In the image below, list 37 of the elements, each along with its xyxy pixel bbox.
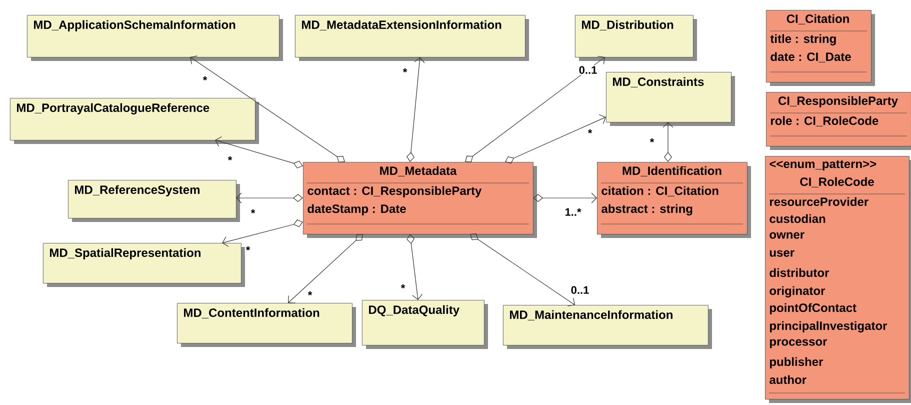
edge-label: * [400, 283, 406, 293]
arrow [662, 122, 674, 162]
arrow [222, 219, 303, 247]
edge-label: * [202, 75, 208, 85]
enumeration-box: <<enum_pattern>> CI_RoleCode resourceProvider custodian owner user distributor originator pointOfContact principalInvestigator processor publisher author [765, 156, 911, 403]
arrow [533, 192, 597, 204]
arrow [236, 192, 303, 204]
edge-label: * [226, 155, 234, 165]
edge-label: 1..* [564, 207, 582, 217]
class-box: MD_MaintenanceInformation [503, 305, 712, 349]
edge-label: * [402, 67, 408, 77]
edge-label: * [648, 137, 656, 147]
edge-label: 0..1 [578, 65, 598, 75]
class-box: MD_ApplicationSchemaInformation [27, 15, 283, 61]
class-box: CI_ResponsibleParty role : CI_RoleCode [766, 92, 911, 150]
arrow [470, 234, 575, 306]
class-box: MD_Metadata contact : CI_ResponsibleParty dateStamp : Date [303, 162, 537, 238]
edge-label: * [250, 208, 256, 218]
edge-label: 0..1 [570, 285, 590, 295]
class-box: MD_MetadataExtensionInformation [295, 15, 529, 61]
arrow [406, 57, 425, 162]
class-box: MD_Constraints [606, 72, 735, 126]
arrow [215, 136, 303, 168]
arrow [288, 234, 363, 304]
class-box: MD_ReferenceSystem [68, 180, 240, 222]
class-box: MD_Distribution [575, 15, 697, 61]
class-box: MD_ContentInformation [177, 303, 356, 347]
arrow [465, 56, 605, 162]
arrow [406, 234, 423, 300]
edge-label: * [586, 128, 594, 138]
arrow [505, 114, 606, 164]
edge-label: * [306, 290, 314, 300]
class-box: MD_SpatialRepresentation [43, 243, 245, 287]
class-box: MD_Identification citation : CI_Citation abstract : string [597, 162, 751, 238]
class-box: MD_PortrayalCatalogueReference [10, 98, 259, 144]
class-box: CI_Citation title : string date : CI_Date [766, 10, 875, 86]
class-box: DQ_DataQuality [362, 300, 488, 349]
